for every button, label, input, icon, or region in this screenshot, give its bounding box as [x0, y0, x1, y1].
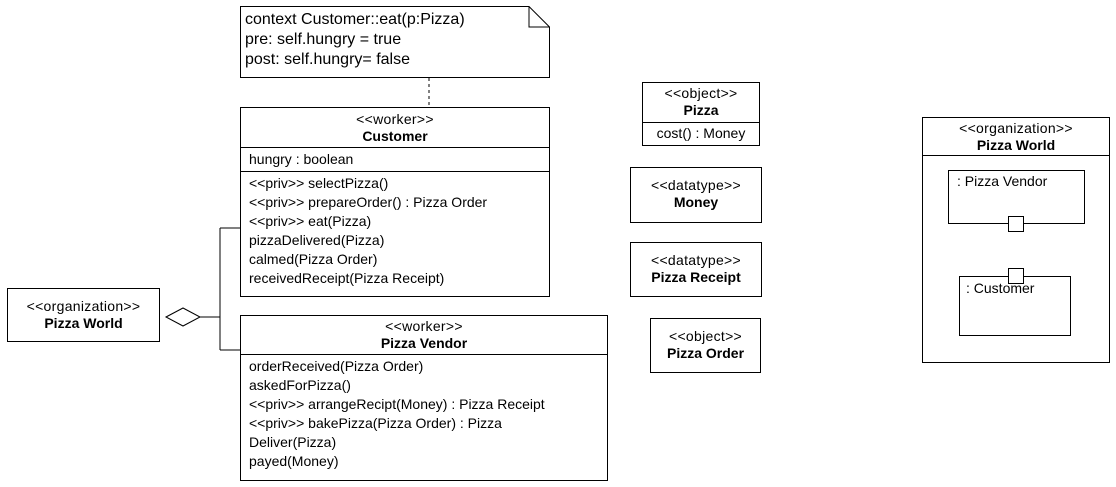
operation: Deliver(Pizza) [249, 434, 337, 450]
class-header: <<object>> Pizza [643, 83, 759, 119]
note-line: post: self.hungry= false [245, 51, 410, 68]
note-text: context Customer::eat(p:Pizza) pre: self… [245, 10, 465, 70]
pizza-order-object[interactable]: <<object>> Pizza Order [650, 318, 761, 373]
class-header: <<worker>> Customer [241, 108, 549, 147]
pizza-receipt-datatype[interactable]: <<datatype>> Pizza Receipt [630, 242, 762, 297]
operation: askedForPizza() [249, 377, 351, 393]
operation: pizzaDelivered(Pizza) [249, 232, 385, 248]
pizza-object[interactable]: <<object>> Pizza cost() : Money [642, 82, 760, 146]
pizza-vendor-class[interactable]: <<worker>> Pizza Vendor orderReceived(Pi… [240, 315, 608, 481]
org-stereotype: <<organization>> [959, 120, 1073, 136]
operation: cost() : Money [656, 125, 746, 141]
vendor-port[interactable] [1008, 216, 1024, 232]
class-stereotype: <<object>> [664, 85, 738, 101]
class-name: Money [673, 194, 719, 210]
part-label: : Customer [966, 280, 1035, 296]
class-name: Pizza Vendor [380, 335, 468, 351]
class-stereotype: <<datatype>> [650, 252, 741, 268]
note-line: context Customer::eat(p:Pizza) [245, 11, 465, 28]
operation: <<priv>> bakePizza(Pizza Order) : Pizza [249, 415, 502, 431]
operation-compartment: orderReceived(Pizza Order) askedForPizza… [241, 354, 607, 473]
class-stereotype: <<worker>> [385, 318, 463, 334]
class-name: Pizza Receipt [651, 269, 741, 285]
operation: payed(Money) [249, 453, 339, 469]
class-stereotype: <<object>> [668, 328, 743, 344]
class-name: Pizza Order [666, 345, 745, 361]
money-datatype[interactable]: <<datatype>> Money [630, 167, 762, 223]
aggregation-diamond [164, 307, 202, 327]
pizza-vendor-part[interactable]: : Pizza Vendor [948, 170, 1085, 224]
org-stereotype: <<organization>> [26, 298, 141, 314]
class-stereotype: <<worker>> [356, 111, 434, 127]
attribute-compartment: hungry : boolean [241, 147, 549, 171]
customer-class[interactable]: <<worker>> Customer hungry : boolean <<p… [240, 107, 550, 297]
customer-port[interactable] [1008, 268, 1024, 284]
operation: <<priv>> prepareOrder() : Pizza Order [249, 194, 488, 210]
class-name: Customer [362, 128, 428, 144]
part-label: : Pizza Vendor [957, 173, 1048, 189]
ocl-note[interactable]: context Customer::eat(p:Pizza) pre: self… [240, 6, 550, 78]
operation: receivedReceipt(Pizza Receipt) [249, 270, 445, 286]
class-header: <<worker>> Pizza Vendor [241, 316, 607, 354]
class-stereotype: <<datatype>> [650, 177, 741, 193]
operation: calmed(Pizza Order) [249, 251, 378, 267]
operation: <<priv>> eat(Pizza) [249, 213, 372, 229]
attribute: hungry : boolean [249, 151, 354, 167]
operation: <<priv>> arrangeRecipt(Money) : Pizza Re… [249, 396, 545, 412]
operation: <<priv>> selectPizza() [249, 175, 389, 191]
operation-compartment: cost() : Money [643, 122, 759, 142]
note-line: pre: self.hungry = true [245, 31, 402, 48]
operation: orderReceived(Pizza Order) [249, 358, 424, 374]
composite-header: <<organization>> Pizza World [923, 118, 1109, 156]
pizza-world-organization[interactable]: <<organization>> Pizza World [7, 288, 160, 342]
org-name: Pizza World [976, 137, 1056, 153]
class-name: Pizza [683, 102, 719, 118]
org-name: Pizza World [44, 315, 123, 331]
customer-part[interactable]: : Customer [959, 276, 1071, 336]
note-shape [240, 6, 550, 78]
operation-compartment: <<priv>> selectPizza() <<priv>> prepareO… [241, 171, 549, 290]
